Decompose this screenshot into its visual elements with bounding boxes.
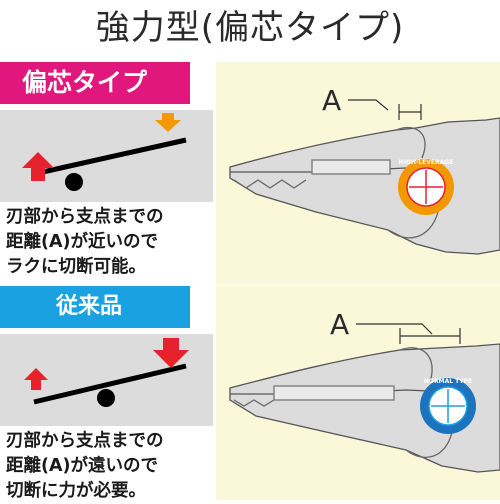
offset-explanation: 偏芯タイプ <box>0 62 213 285</box>
arrow-up-red <box>24 368 48 390</box>
badge-text: HIGH-LEVERAGE <box>399 159 454 166</box>
caption-line: ラクに切断可能。 <box>6 257 146 277</box>
lever-beam <box>33 137 187 177</box>
arrow-down-orange <box>155 113 181 132</box>
fulcrum-ball <box>65 173 83 191</box>
fulcrum-ball <box>97 389 115 407</box>
caption-line: 切断に力が必要。 <box>6 481 146 501</box>
caption-line: 距離(A)が遠いので <box>6 456 159 476</box>
dimension-label-a: A <box>330 308 349 341</box>
offset-type-header: 偏芯タイプ <box>0 62 190 104</box>
standard-type-header: 従来品 <box>0 286 190 328</box>
badge-text: NORMAL TYPE <box>424 378 472 385</box>
offset-type-section: 偏芯タイプ <box>0 62 500 285</box>
lever-diagram-offset <box>0 110 213 202</box>
normal-type-badge: NORMAL TYPE <box>420 378 476 434</box>
lever-beam <box>33 363 187 405</box>
arrow-up-red <box>22 152 54 181</box>
caption-line: 刃部から支点までの <box>6 207 164 227</box>
standard-pliers-panel: A <box>216 286 500 500</box>
offset-pliers-panel: A <box>216 62 500 285</box>
dimension-label-a: A <box>322 84 341 117</box>
high-leverage-badge: HIGH-LEVERAGE <box>398 159 454 215</box>
standard-type-section: 従来品 刃部から支点までの 距離(A)が遠いので <box>0 286 500 501</box>
arrow-down-red <box>153 338 189 368</box>
pliers-jaws-standard <box>229 343 500 473</box>
pliers-jaws-offset <box>229 117 500 255</box>
lever-diagram-standard <box>0 334 213 426</box>
offset-caption: 刃部から支点までの 距離(A)が近いので ラクに切断可能。 <box>6 205 216 280</box>
caption-line: 刃部から支点までの <box>6 431 164 451</box>
standard-caption: 刃部から支点までの 距離(A)が遠いので 切断に力が必要。 <box>6 429 216 504</box>
caption-line: 距離(A)が近いので <box>6 232 159 252</box>
page-title: 強力型(偏芯タイプ) <box>95 8 405 48</box>
standard-explanation: 従来品 刃部から支点までの 距離(A)が遠いので <box>0 286 213 501</box>
dimension-lines <box>356 323 461 344</box>
dimension-lines <box>348 99 422 120</box>
